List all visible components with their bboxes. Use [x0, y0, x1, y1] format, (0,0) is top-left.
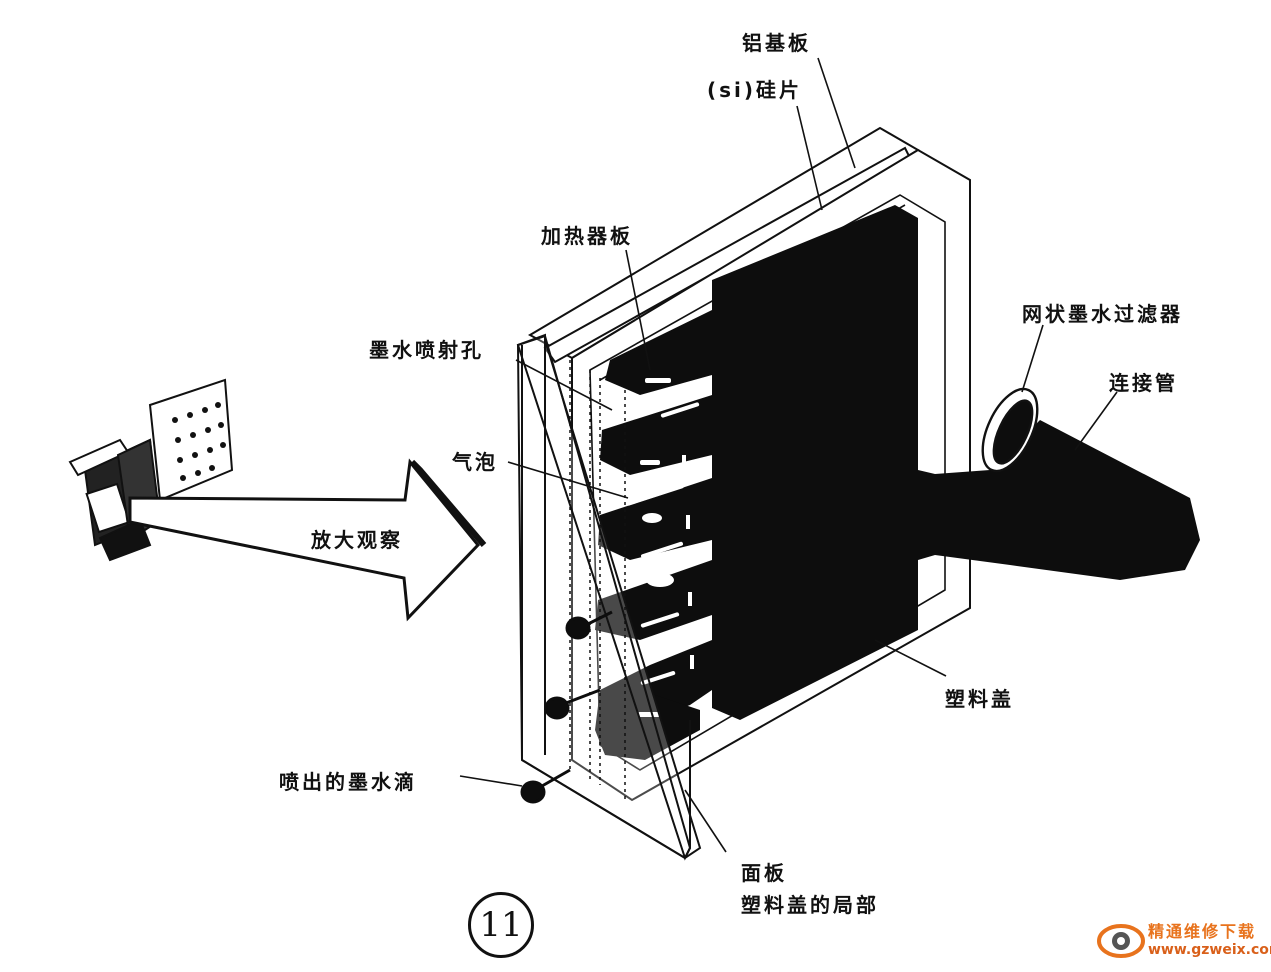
magnify-arrow: [128, 458, 487, 622]
figure-number: 11: [468, 892, 534, 958]
watermark-title: 精通维修下载: [1148, 922, 1257, 941]
label-mesh-filter: 网状墨水过滤器: [1022, 302, 1183, 326]
face-plate: [516, 333, 702, 861]
label-silicon-chip: (si)硅片: [707, 78, 803, 102]
ink-chamber: [595, 205, 1200, 760]
label-magnify: 放大观察: [311, 528, 403, 552]
mesh-filter: [981, 387, 1039, 473]
label-nozzle: 墨水喷射孔: [369, 338, 484, 362]
label-plastic-cover: 塑料盖: [945, 687, 1014, 711]
watermark-url: www.gzweix.com: [1148, 942, 1271, 958]
channel-highlights: [626, 378, 700, 717]
eye-logo-icon: [1097, 924, 1145, 958]
watermark: 精通维修下载 www.gzweix.com: [1096, 912, 1271, 968]
label-connector-tube: 连接管: [1109, 371, 1178, 395]
leader-lines: [459, 57, 1118, 853]
label-face-plate: 面板: [741, 861, 787, 885]
nozzle-dot-rows: [569, 360, 626, 800]
ink-droplets: [520, 610, 613, 804]
label-ejected-droplet: 喷出的墨水滴: [279, 770, 417, 794]
label-heater-plate: 加热器板: [541, 224, 633, 248]
label-cover-part: 塑料盖的局部: [741, 893, 879, 917]
label-bubble: 气泡: [452, 450, 498, 474]
label-aluminum-base: 铝基板: [742, 31, 811, 55]
